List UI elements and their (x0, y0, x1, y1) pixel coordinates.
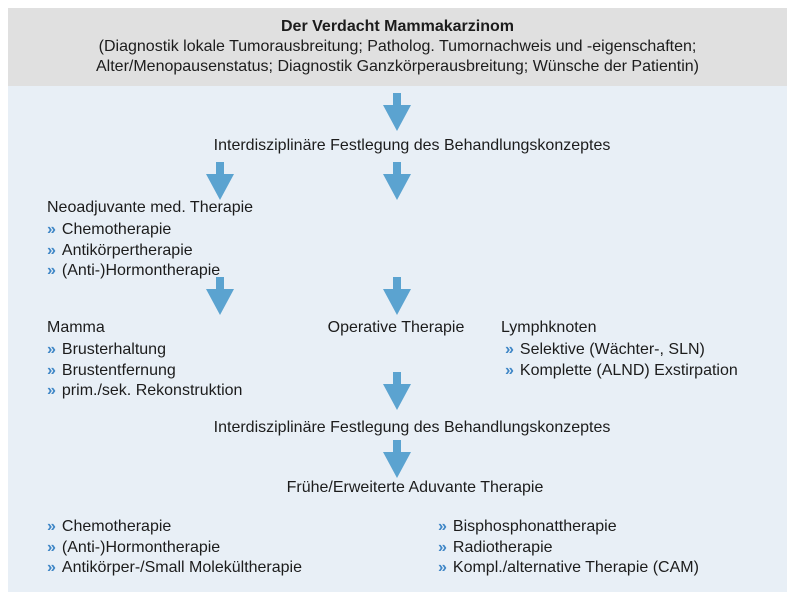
list-item-label: Brusterhaltung (61, 341, 166, 358)
adjuvant-right-list: » Bisphosphonattherapie » Radiotherapie … (438, 517, 699, 579)
chevron-bullet-icon: » (47, 518, 56, 535)
chevron-bullet-icon: » (438, 538, 447, 556)
page-title: Der Verdacht Mammakarzinom (281, 18, 514, 35)
chevron-bullet-icon: » (47, 241, 56, 259)
list-item-label: (Anti-)Hormontherapie (61, 538, 221, 556)
list-item: » Brusterhaltung (47, 340, 242, 361)
chevron-bullet-icon: » (505, 361, 514, 379)
chevron-bullet-icon: » (47, 341, 56, 358)
chevron-bullet-icon: » (438, 559, 447, 576)
header-subtitle-line1: (Diagnostik lokale Tumorausbreitung; Pat… (98, 38, 697, 55)
list-item-label: Chemotherapie (61, 221, 172, 238)
down-arrow-icon (206, 277, 234, 315)
list-item-label: prim./sek. Rekonstruktion (61, 382, 243, 399)
list-item-label: Selektive (Wächter-, SLN) (519, 341, 705, 358)
lymphknoten-heading: Lymphknoten (501, 319, 597, 336)
list-item-label: Bisphosphonattherapie (452, 518, 617, 535)
neoadjuvant-block: Neoadjuvante med. Therapie » Chemotherap… (47, 197, 253, 282)
chevron-bullet-icon: » (47, 559, 56, 576)
list-item: » Radiotherapie (438, 538, 699, 559)
lymphknoten-block: Lymphknoten » Selektive (Wächter-, SLN) … (501, 317, 738, 381)
list-item: » Kompl./alternative Therapie (CAM) (438, 558, 699, 579)
chevron-bullet-icon: » (47, 538, 56, 556)
list-item: » Chemotherapie (47, 220, 253, 241)
list-item: » prim./sek. Rekonstruktion (47, 381, 242, 402)
list-item: » (Anti-)Hormontherapie (47, 538, 302, 559)
list-item-label: (Anti-)Hormontherapie (61, 262, 221, 279)
list-item: » Bisphosphonattherapie (438, 517, 699, 538)
mamma-heading: Mamma (47, 319, 105, 336)
mamma-block: Mamma » Brusterhaltung » Brustentfernung… (47, 317, 242, 402)
down-arrow-icon (383, 440, 411, 478)
list-item: » Selektive (Wächter-, SLN) (505, 340, 738, 361)
down-arrow-icon (383, 277, 411, 315)
list-item: » Brustentfernung (47, 361, 242, 382)
header-subtitle-line2: Alter/Menopausenstatus; Diagnostik Ganzk… (96, 58, 699, 75)
adjuvant-left-list: » Chemotherapie » (Anti-)Hormontherapie … (47, 517, 302, 579)
down-arrow-icon (383, 93, 411, 131)
operative-therapy-label: Operative Therapie (327, 319, 465, 336)
chevron-bullet-icon: » (47, 361, 56, 379)
adjuvant-therapy-heading: Frühe/Erweiterte Aduvante Therapie (286, 479, 544, 496)
neoadjuvant-heading: Neoadjuvante med. Therapie (47, 199, 254, 216)
list-item-label: Kompl./alternative Therapie (CAM) (452, 559, 699, 576)
down-arrow-icon (383, 162, 411, 200)
interdisciplinary-decision-label-1: Interdisziplinäre Festlegung des Behandl… (213, 137, 611, 154)
chevron-bullet-icon: » (505, 341, 514, 358)
list-item-label: Radiotherapie (452, 538, 553, 556)
list-item: » Komplette (ALND) Exstirpation (505, 361, 738, 382)
interdisciplinary-decision-label-2: Interdisziplinäre Festlegung des Behandl… (213, 419, 611, 436)
list-item-label: Chemotherapie (61, 518, 172, 535)
list-item: » (Anti-)Hormontherapie (47, 261, 253, 282)
list-item: » Antikörpertherapie (47, 241, 253, 262)
list-item-label: Antikörpertherapie (61, 241, 193, 259)
list-item-label: Antikörper-/Small Molekültherapie (61, 559, 303, 576)
chevron-bullet-icon: » (47, 221, 56, 238)
chevron-bullet-icon: » (47, 382, 56, 399)
list-item: » Antikörper-/Small Molekültherapie (47, 558, 302, 579)
list-item-label: Brustentfernung (61, 361, 176, 379)
down-arrow-icon (206, 162, 234, 200)
chevron-bullet-icon: » (47, 262, 56, 279)
down-arrow-icon (383, 372, 411, 410)
list-item: » Chemotherapie (47, 517, 302, 538)
chevron-bullet-icon: » (438, 518, 447, 535)
list-item-label: Komplette (ALND) Exstirpation (519, 361, 738, 379)
header-box: Der Verdacht Mammakarzinom (Diagnostik l… (8, 8, 787, 86)
